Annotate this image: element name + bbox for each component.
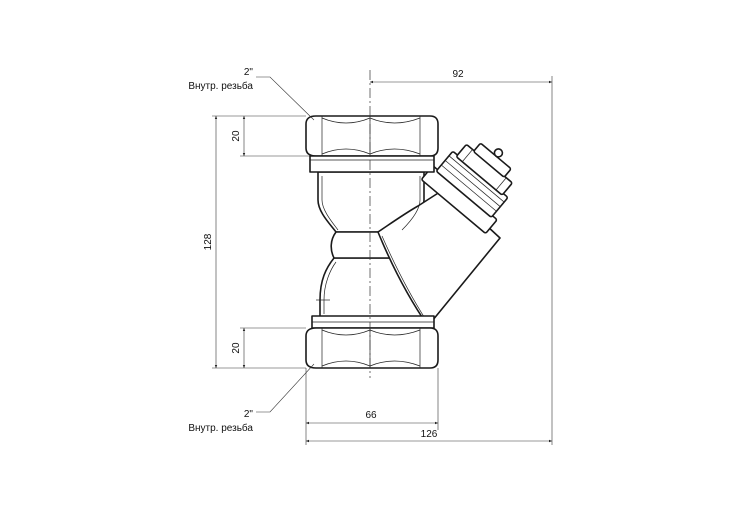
dim-bottom-nut-height: 20 [231, 342, 242, 354]
dim-top-width: 92 [452, 69, 464, 80]
strainer-body [316, 171, 501, 327]
bottom-thread-size: 2" [244, 409, 254, 420]
dim-nut-width: 66 [365, 410, 377, 421]
top-thread-size: 2" [244, 67, 254, 78]
dimension-lines [212, 76, 553, 445]
bottom-nut [305, 315, 439, 369]
dim-top-nut-height: 20 [231, 130, 242, 142]
top-nut [305, 115, 439, 173]
dim-overall-height: 128 [203, 233, 214, 250]
dim-overall-width: 126 [421, 429, 438, 440]
bottom-thread-label: Внутр. резьба [188, 422, 253, 434]
top-thread-label: Внутр. резьба [188, 80, 253, 92]
strainer-cap [421, 143, 513, 234]
